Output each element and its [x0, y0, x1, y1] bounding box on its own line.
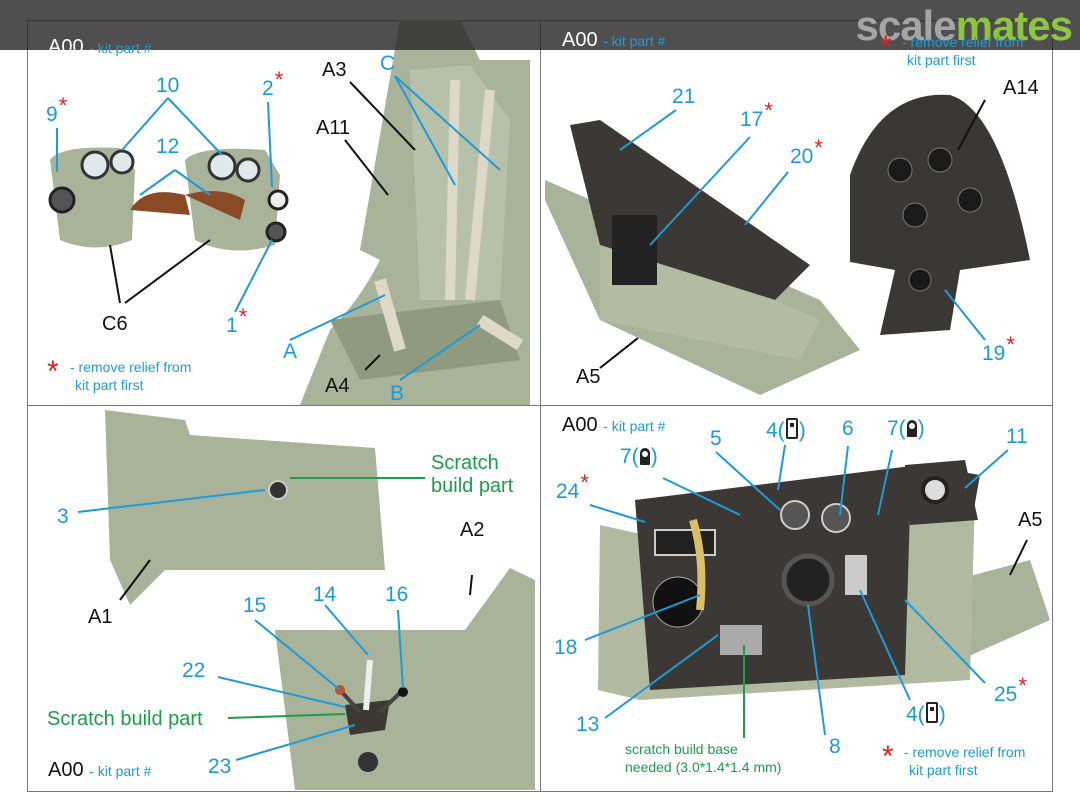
part-label-13: 13	[576, 713, 600, 736]
part-label-21: 21	[672, 85, 696, 108]
instrument-panel-a14-part	[850, 94, 1030, 335]
part-label-16: 16	[385, 583, 409, 606]
part-label-23: 23	[208, 755, 232, 778]
part-label-20: 20*	[790, 135, 823, 168]
c6-gauge-parts	[48, 147, 289, 251]
console-a5-part	[545, 120, 860, 395]
kit-part-legend: A00 - kit part #	[562, 414, 666, 436]
watermark-band	[0, 0, 1080, 50]
toggle-switch-icon	[785, 418, 798, 439]
kit-label-a14: A14	[1003, 77, 1039, 99]
scratch-build-note: Scratch build part	[47, 708, 203, 730]
console-a5-front-part	[598, 460, 1050, 700]
part-label-12: 12	[156, 135, 180, 158]
kit-label-a1: A1	[88, 606, 113, 628]
part-label-24: 24*	[556, 470, 589, 503]
part-label-19: 19*	[982, 332, 1015, 365]
kit-part-legend: A00 - kit part #	[48, 36, 152, 58]
part-label-18: 18	[554, 636, 578, 659]
part-label-3: 3	[57, 505, 69, 528]
part-label-6: 6	[842, 417, 854, 440]
part-label-4-switch: 4()	[906, 702, 946, 726]
kit-part-legend: A00 - kit part #	[562, 29, 666, 51]
part-label-1: 1*	[226, 304, 248, 337]
kit-part-legend: A00 - kit part #	[48, 759, 152, 781]
a2-part	[275, 568, 535, 790]
a1-part	[105, 410, 385, 605]
part-label-4-switch: 4()	[766, 418, 806, 442]
blue-leader-lines	[56, 75, 1009, 761]
part-label-17: 17*	[740, 98, 773, 131]
toggle-switch-icon	[925, 702, 938, 723]
scalemates-logo[interactable]: scalemates	[855, 2, 1073, 49]
part-label-7-lever: 7()	[887, 417, 925, 440]
part-label-14: 14	[313, 583, 337, 606]
kit-label-a5: A5	[1018, 509, 1043, 531]
part-label-2: 2*	[262, 67, 284, 100]
part-label-c: C	[380, 52, 396, 75]
divider-horizontal	[27, 405, 1053, 406]
kit-label-a11: A11	[316, 117, 351, 139]
part-label-9: 9*	[46, 93, 68, 126]
red-star-icon: *	[47, 355, 59, 388]
divider-vertical	[540, 20, 541, 792]
lever-icon	[639, 448, 650, 465]
part-label-11: 11	[1006, 425, 1028, 448]
part-label-b: B	[390, 382, 405, 405]
lever-icon	[906, 420, 917, 437]
part-label-15: 15	[243, 594, 267, 617]
part-label-5: 5	[710, 427, 722, 450]
red-star-icon: *	[880, 30, 892, 63]
black-leader-lines	[109, 81, 1028, 601]
kit-label-a5: A5	[576, 366, 601, 388]
part-label-25: 25*	[994, 673, 1027, 706]
green-leader-lines	[227, 477, 745, 738]
part-label-10: 10	[156, 74, 180, 97]
part-label-7-lever: 7()	[620, 445, 658, 468]
kit-label-a2: A2	[460, 519, 485, 541]
red-star-icon: *	[882, 740, 894, 773]
kit-label-c6: C6	[102, 313, 128, 335]
part-label-8: 8	[829, 735, 841, 758]
part-label-22: 22	[182, 659, 206, 682]
kit-label-a4: A4	[325, 375, 350, 397]
part-label-a: A	[283, 340, 298, 363]
kit-label-a3: A3	[322, 59, 347, 81]
